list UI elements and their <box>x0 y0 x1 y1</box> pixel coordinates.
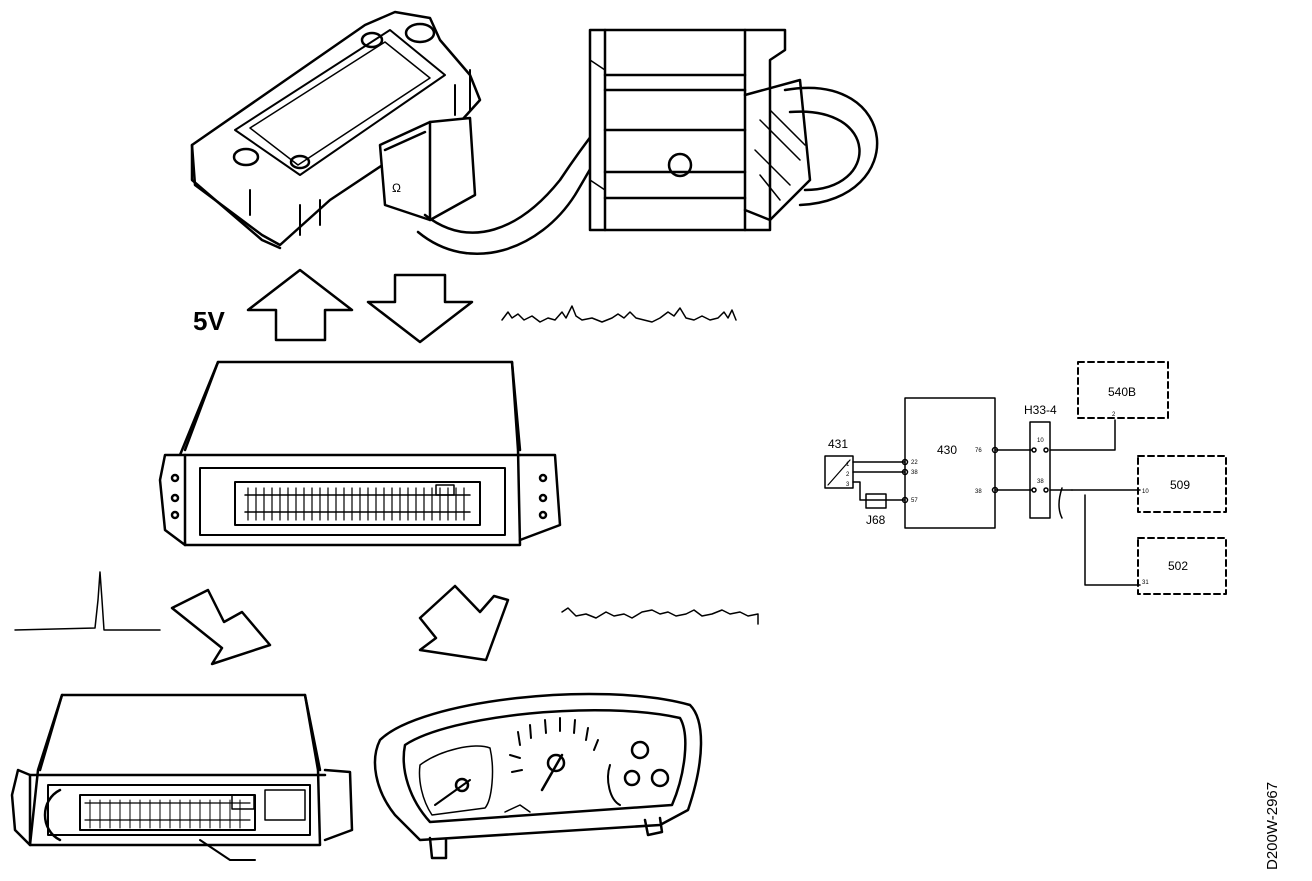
voltage-label: 5V <box>193 306 225 336</box>
label-502: 502 <box>1168 559 1188 573</box>
label-509: 509 <box>1170 478 1190 492</box>
ignition-pulse-waveform <box>14 571 161 631</box>
intake-manifold-illustration <box>588 28 879 232</box>
component-502-box <box>1137 537 1227 595</box>
pin-509-10: 10 <box>1142 489 1149 495</box>
signal-waveform-top <box>501 305 737 323</box>
connector-j68-box <box>865 493 887 509</box>
pin-431-1: 1 <box>846 462 850 468</box>
pin-431-2: 2 <box>846 472 850 478</box>
pin-430-57: 57 <box>911 498 918 504</box>
signal-waveform-right <box>561 607 759 625</box>
pin-540b-2: 2 <box>1112 412 1116 418</box>
label-430: 430 <box>937 443 957 457</box>
pin-430-38b: 38 <box>975 489 982 495</box>
down-arrow <box>366 273 474 344</box>
reference-code: D200W-2967 <box>1264 781 1281 870</box>
component-509-box <box>1137 455 1227 513</box>
pin-h33-10: 10 <box>1037 438 1044 444</box>
wiring-schematic <box>824 361 1227 595</box>
instrument-cluster <box>373 692 703 860</box>
label-431: 431 <box>828 437 848 451</box>
component-540b-box <box>1077 361 1169 419</box>
up-arrow <box>246 268 354 342</box>
engine-control-module <box>158 360 562 547</box>
label-540b: 540B <box>1108 385 1136 399</box>
component-430-box <box>904 397 996 529</box>
label-h33-4: H33-4 <box>1024 403 1057 417</box>
pin-h33-38: 38 <box>1037 479 1044 485</box>
pin-430-22: 22 <box>911 460 918 466</box>
pin-430-38: 38 <box>911 470 918 476</box>
svg-text:Ω: Ω <box>392 181 401 195</box>
label-j68: J68 <box>866 513 886 527</box>
pin-502-31: 31 <box>1142 580 1149 586</box>
down-left-arrow <box>418 584 510 662</box>
connector-h33-4-box <box>1029 421 1051 519</box>
down-right-arrow <box>170 588 272 666</box>
map-sensor-illustration: Ω <box>190 10 482 250</box>
pin-430-76: 76 <box>975 448 982 454</box>
pin-431-3: 3 <box>846 482 850 488</box>
control-module-lower <box>10 693 354 861</box>
